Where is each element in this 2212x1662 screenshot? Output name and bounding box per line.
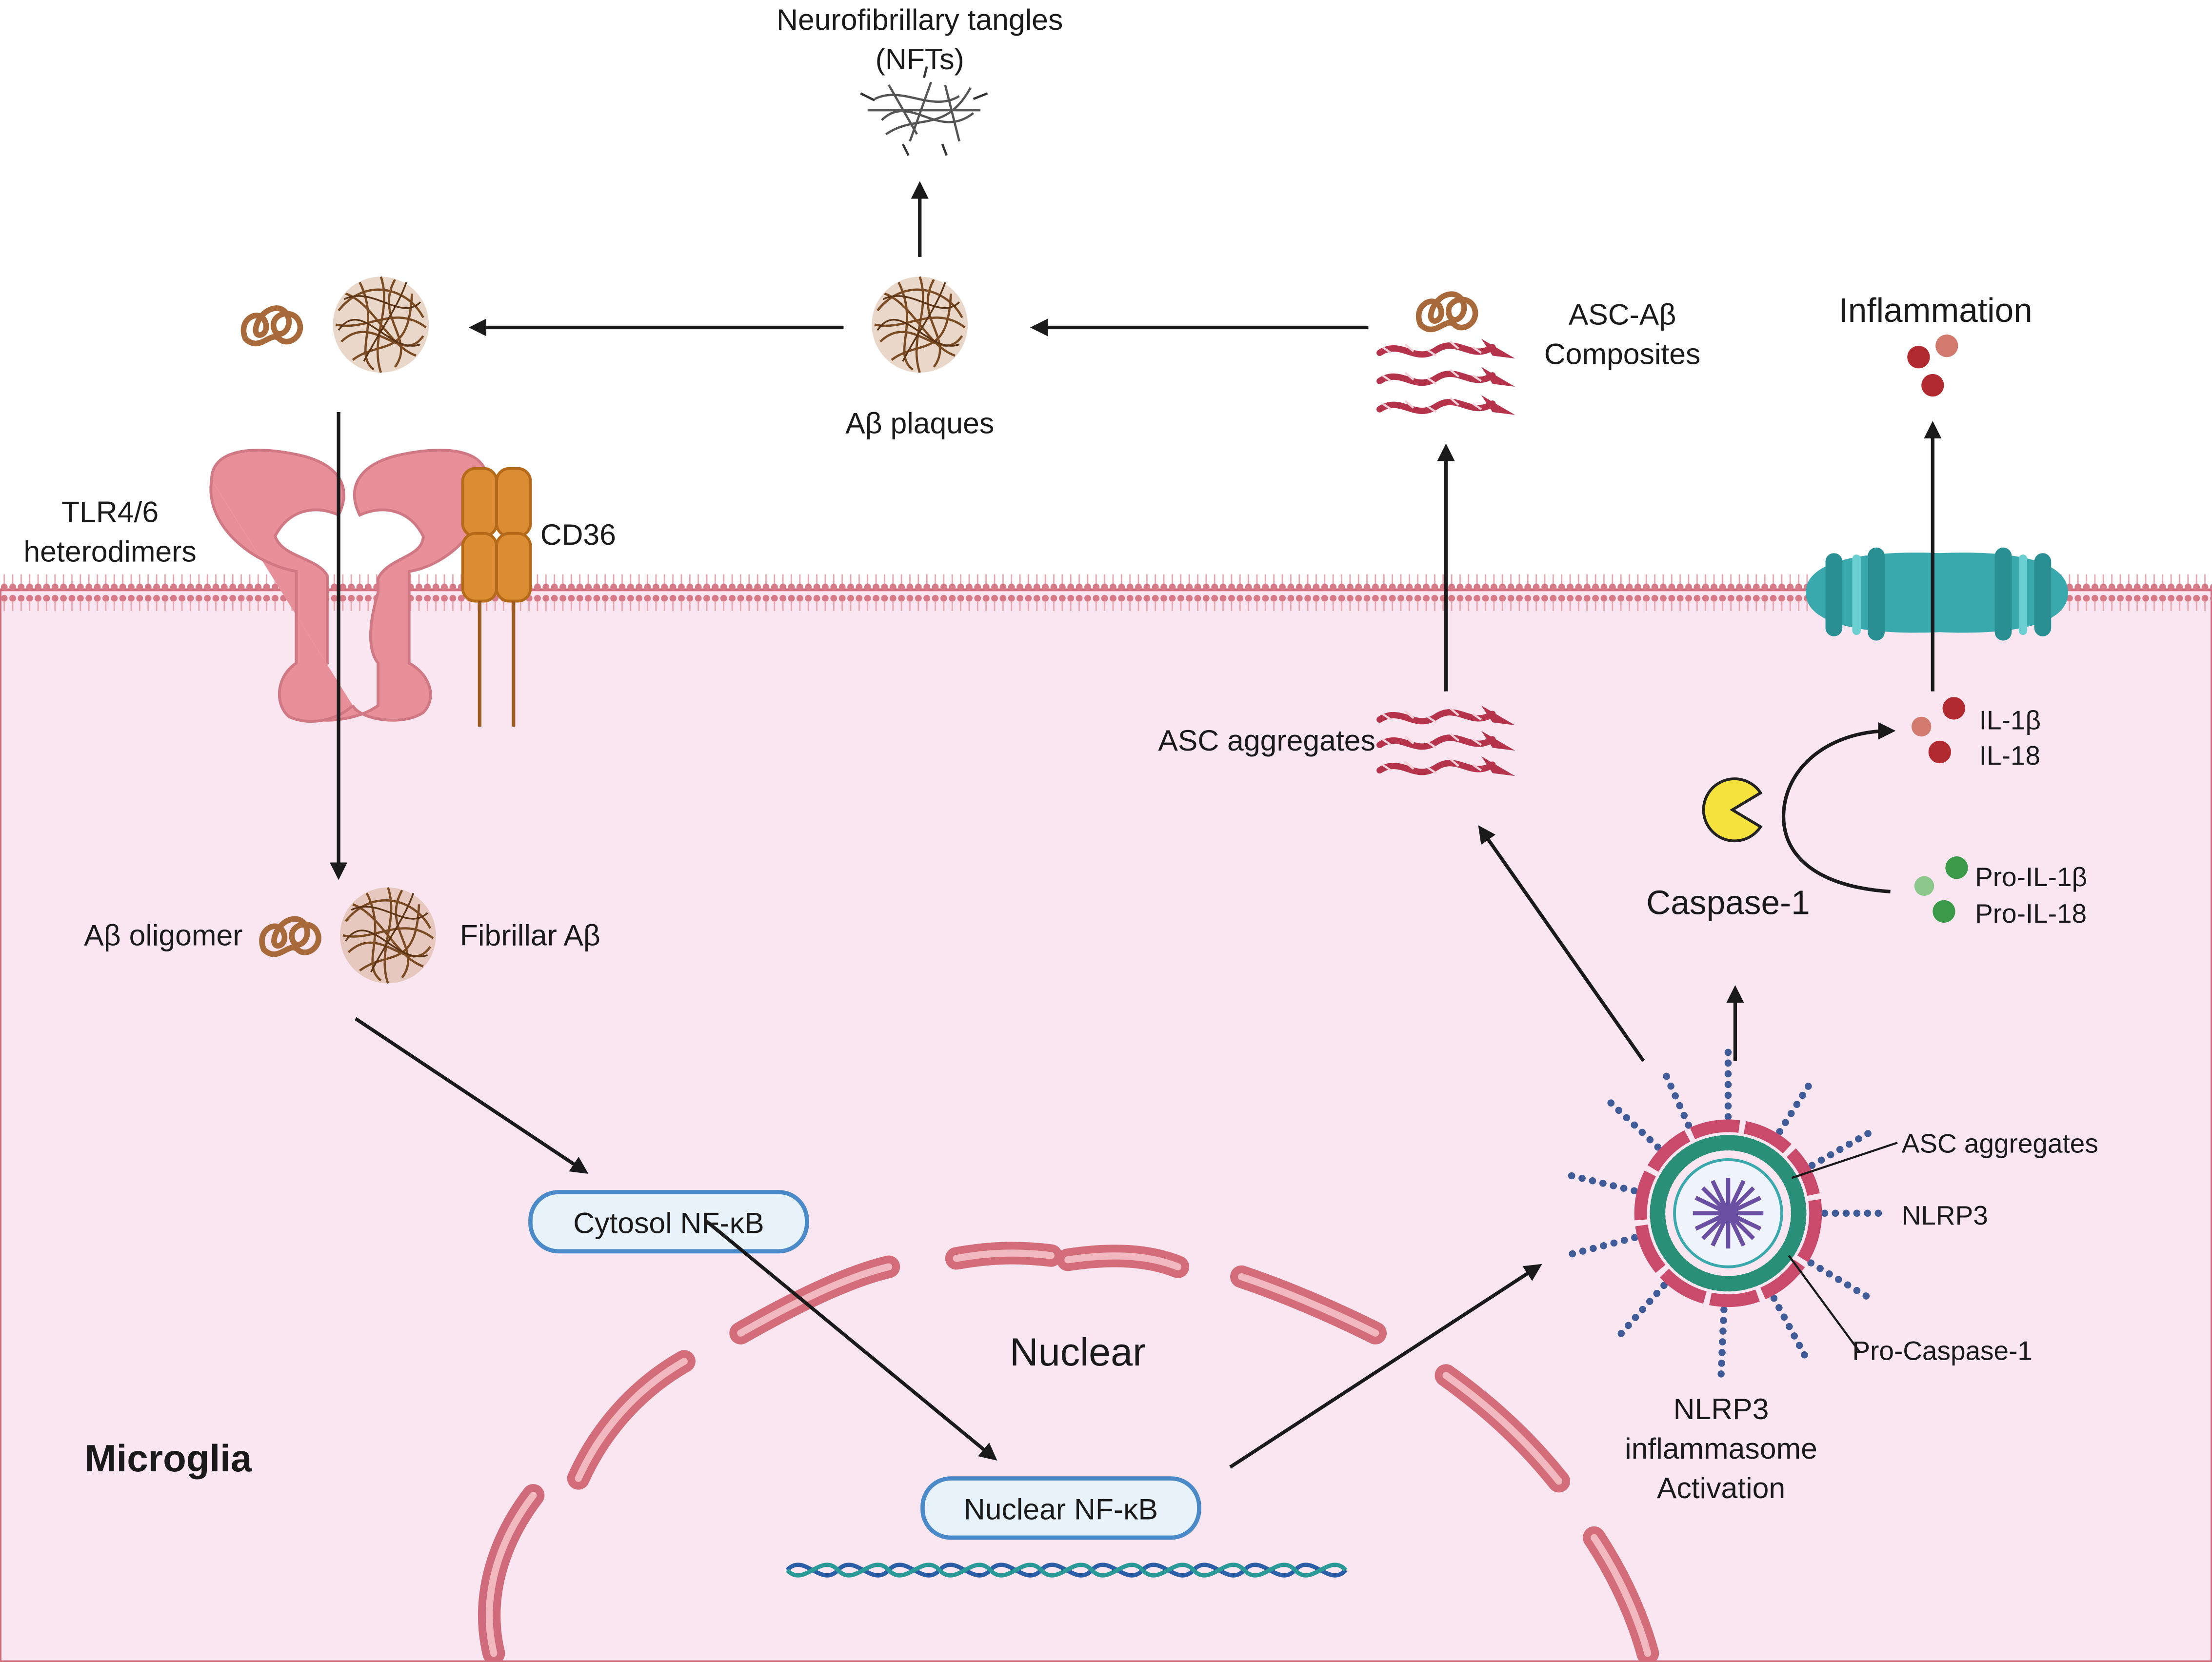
pro-caspase-leader — [1788, 1255, 1860, 1352]
nlrp3-activation-line2: inflammasome — [1625, 1432, 1817, 1465]
asc-aggregates-label: ASC aggregates — [1158, 724, 1375, 757]
asc-abeta-label-line2: Composites — [1544, 337, 1701, 371]
cytosol-nfkb-label: Cytosol NF-κB — [573, 1206, 764, 1239]
il1b-label: IL-1β — [1979, 705, 2041, 735]
arrow-oligomer-to-cytosol-nfkb — [354, 1017, 589, 1174]
pro-il18-label: Pro-IL-18 — [1975, 898, 2087, 929]
inflammasome-asc-label: ASC aggregates — [1902, 1128, 2098, 1158]
nlrp3-activation-line3: Activation — [1657, 1471, 1785, 1504]
nft-tangle-icon — [860, 66, 988, 156]
caspase-cycle-arrow — [1781, 722, 1896, 893]
cd36-label: CD36 — [540, 518, 616, 551]
nlrp3-inflammasome-icon — [1559, 1047, 1887, 1379]
cd36-receptor-icon — [461, 467, 532, 727]
caspase-1-icon — [1702, 777, 1763, 843]
inflammation-label: Inflammation — [1838, 291, 2032, 329]
nlrp3-activation-line1: NLRP3 — [1674, 1392, 1769, 1425]
tlr-label-line2: heterodimers — [23, 535, 196, 568]
fibrillar-abeta-icon — [340, 888, 436, 984]
nfts-label-line2: (NFTs) — [876, 42, 964, 76]
membrane-channel-icon — [1806, 547, 2068, 641]
fibrillar-abeta-label: Fibrillar Aβ — [460, 918, 600, 951]
arrow-nfkb-to-inflammasome — [1229, 1264, 1542, 1469]
abeta-oligomer-top-icon — [243, 308, 300, 343]
asc-abeta-composite-icon — [1380, 339, 1515, 415]
abeta-oligomer-label: Aβ oligomer — [84, 918, 242, 951]
asc-abeta-label-line1: ASC-Aβ — [1569, 298, 1676, 331]
nuclear-nfkb-pill — [920, 1476, 1201, 1540]
dna-helix-icon — [785, 1563, 1348, 1578]
asc-abeta-oligomer-icon — [1419, 294, 1475, 329]
abeta-fibril-icon — [333, 277, 429, 373]
tlr-label-line1: TLR4/6 — [61, 495, 159, 529]
nuclear-label: Nuclear — [1010, 1330, 1146, 1374]
inflammation-cytokines-icon — [1907, 334, 1958, 397]
pro-caspase1-label: Pro-Caspase-1 — [1852, 1336, 2032, 1366]
il-mature-icon — [1911, 697, 1965, 764]
abeta-plaques-label: Aβ plaques — [845, 406, 994, 439]
caspase1-label: Caspase-1 — [1646, 884, 1810, 922]
pro-il-icon — [1914, 856, 1968, 923]
nfts-label-line1: Neurofibrillary tangles — [777, 3, 1063, 36]
pro-il1b-label: Pro-IL-1β — [1975, 862, 2087, 892]
nlrp3-label: NLRP3 — [1902, 1200, 1988, 1230]
arrow-inflammasome-to-asc — [1478, 825, 1645, 1062]
cytosol-nfkb-pill — [528, 1190, 809, 1254]
nuclear-nfkb-label: Nuclear NF-κB — [964, 1492, 1158, 1525]
asc-aggregates-leader — [1791, 1142, 1898, 1179]
arrow-cytosol-to-nuclear-nfkb — [704, 1219, 997, 1461]
il18-label: IL-18 — [1979, 740, 2040, 771]
tlr-receptor-icon — [209, 449, 489, 723]
microglia-label: Microglia — [85, 1437, 252, 1480]
abeta-plaque-icon — [872, 277, 968, 373]
